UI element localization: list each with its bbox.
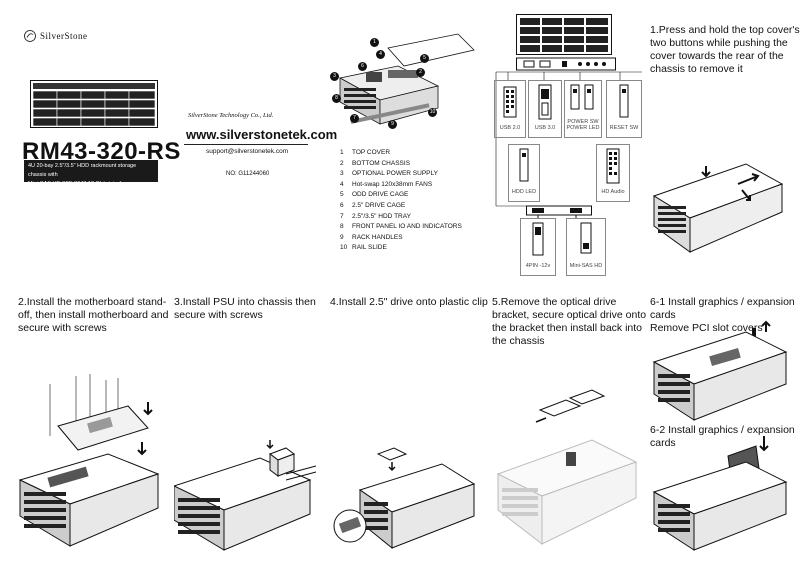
reset-switch-connector-icon	[619, 84, 629, 118]
product-subtitle: 4U 20-bay 2.5"/3.5" HDD rackmount storag…	[24, 160, 158, 187]
callout: 5	[420, 54, 429, 63]
step-6-1-illustration	[652, 320, 788, 421]
backplane-illustration	[526, 205, 592, 218]
callout: 9	[388, 120, 397, 129]
product-subtitle-line1: 4U 20-bay 2.5"/3.5" HDD rackmount storag…	[28, 163, 137, 178]
power-switch-connector-icon	[570, 84, 594, 110]
minisas-connector-icon	[580, 222, 592, 254]
product-subtitle-line2: Mini-SAS HD SFF-8643 12 Gb/s interface	[28, 181, 130, 187]
callout: 3	[330, 72, 339, 81]
usb3-connector-icon	[538, 84, 552, 120]
step-2-illustration	[18, 374, 160, 547]
usb2-connector-icon	[503, 86, 517, 118]
step-3-illustration	[174, 440, 317, 551]
step-6-2-illustration	[652, 436, 788, 551]
callout: 2	[416, 68, 425, 77]
connector-usb2: USB 2.0	[494, 80, 526, 138]
callout: 7	[350, 114, 359, 123]
step-1-illustration	[652, 163, 784, 253]
connector-hdd-led: HDD LED	[508, 144, 540, 202]
brand-name: SilverStone	[40, 31, 88, 41]
brand-logo: SilverStone	[24, 30, 88, 42]
hd-audio-connector-icon	[606, 148, 620, 184]
connector-reset-sw: RESET SW	[606, 80, 642, 138]
callout: 4	[376, 50, 385, 59]
divider	[184, 144, 308, 145]
hdd-led-connector-icon	[519, 148, 529, 182]
silverstone-logo-icon	[24, 30, 36, 42]
io-panel-closeup	[516, 57, 616, 71]
connector-hd-audio: HD Audio	[596, 144, 630, 202]
company-name: SilverStone Technology Co., Ltd.	[188, 112, 274, 119]
callout: 1	[370, 38, 379, 47]
exploded-callouts: 1 2 3 4 5 6 7 8 9 10	[328, 28, 478, 132]
exploded-view-illustration	[338, 33, 475, 125]
support-email[interactable]: support@silverstonetek.com	[206, 148, 289, 155]
callout: 10	[428, 108, 437, 117]
front-panel-io-illustration	[516, 14, 612, 55]
step-4-text: 4.Install 2.5" drive onto plastic clip	[330, 296, 488, 308]
step-4-illustration	[333, 447, 476, 550]
connector-minisas: Mini-SAS HD	[566, 218, 606, 276]
callout: 8	[332, 94, 341, 103]
step-5-illustration	[496, 389, 638, 546]
chassis-front-illustration	[30, 80, 158, 128]
connector-power-sw: POWER SW POWER LED	[564, 80, 602, 138]
4pin-power-connector-icon	[532, 222, 544, 256]
step-2-text: 2.Install the motherboard stand-off, the…	[18, 296, 169, 334]
part-number: NO: G11244060	[226, 171, 270, 177]
step-6-2-text: 6-2 Install graphics / expansion cards	[650, 424, 795, 449]
callout: 6	[358, 62, 367, 71]
company-website[interactable]: www.silverstonetek.com	[186, 127, 338, 142]
connector-usb3: USB 3.0	[528, 80, 562, 138]
connector-4pin: 4PIN -12v	[520, 218, 556, 276]
